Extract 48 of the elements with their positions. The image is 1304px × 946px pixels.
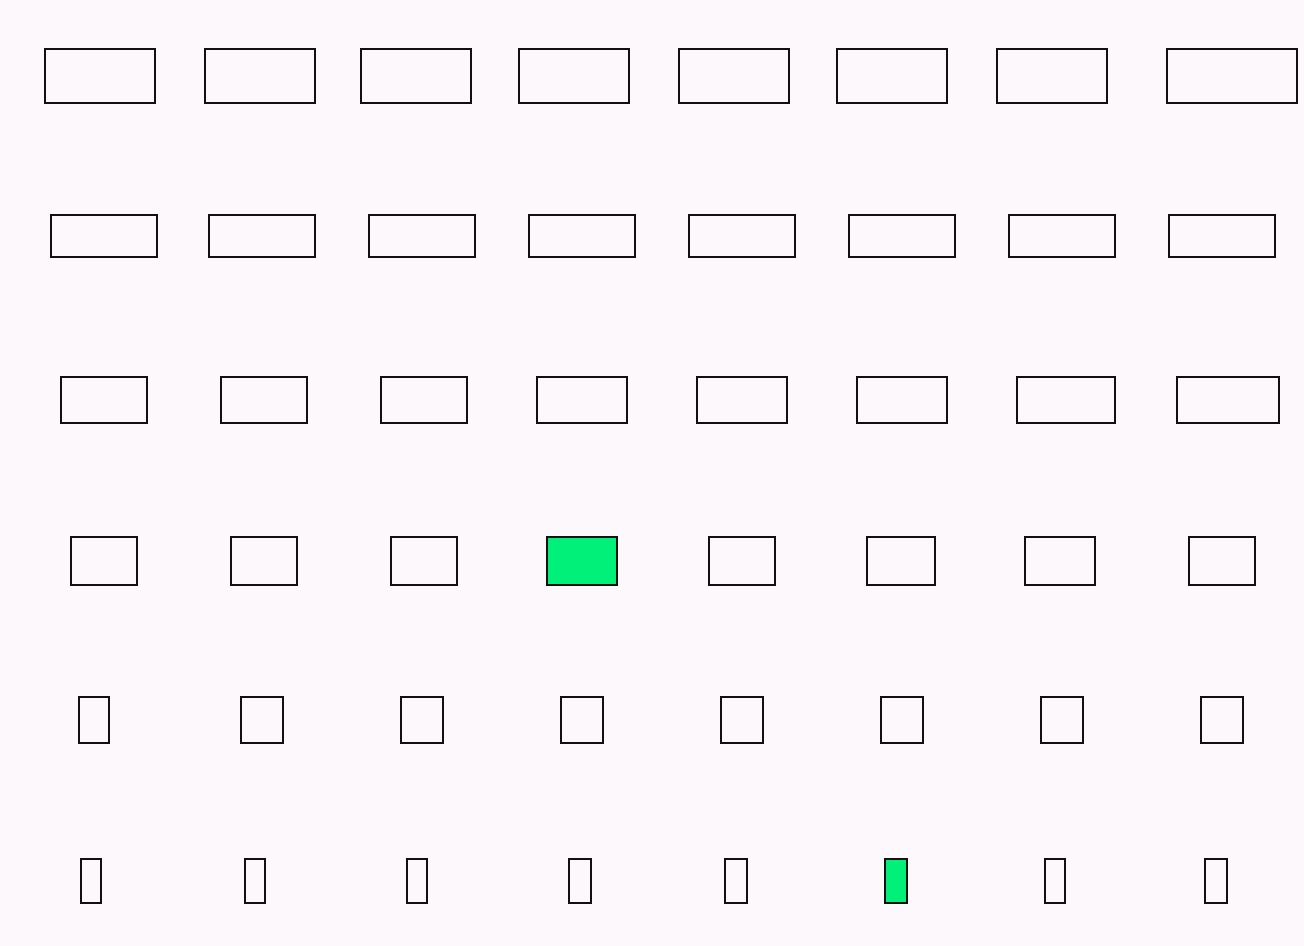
empty-box	[1204, 858, 1228, 904]
empty-box	[1040, 696, 1084, 744]
empty-box	[50, 214, 158, 258]
empty-box	[230, 536, 298, 586]
empty-box	[400, 696, 444, 744]
empty-box	[240, 696, 284, 744]
empty-box	[1008, 214, 1116, 258]
empty-box	[688, 214, 796, 258]
empty-box	[1168, 214, 1276, 258]
empty-box	[220, 376, 308, 424]
empty-box	[1024, 536, 1096, 586]
empty-box	[244, 858, 266, 904]
empty-box	[836, 48, 948, 104]
empty-box	[380, 376, 468, 424]
empty-box	[80, 858, 102, 904]
empty-box	[560, 696, 604, 744]
empty-box	[696, 376, 788, 424]
empty-box	[60, 376, 148, 424]
empty-box	[360, 48, 472, 104]
empty-box	[208, 214, 316, 258]
empty-box	[880, 696, 924, 744]
empty-box	[1200, 696, 1244, 744]
empty-box	[390, 536, 458, 586]
empty-box	[724, 858, 748, 904]
empty-box	[856, 376, 948, 424]
empty-box	[720, 696, 764, 744]
empty-box	[1044, 858, 1066, 904]
empty-box	[44, 48, 156, 104]
empty-box	[708, 536, 776, 586]
empty-box	[1166, 48, 1298, 104]
empty-box	[848, 214, 956, 258]
empty-box	[528, 214, 636, 258]
empty-box	[1176, 376, 1280, 424]
empty-box	[568, 858, 592, 904]
empty-box	[368, 214, 476, 258]
empty-box	[866, 536, 936, 586]
empty-box	[406, 858, 428, 904]
empty-box	[884, 858, 908, 904]
empty-box	[996, 48, 1108, 104]
empty-box	[1188, 536, 1256, 586]
empty-box	[204, 48, 316, 104]
empty-box	[518, 48, 630, 104]
empty-box	[536, 376, 628, 424]
empty-box	[546, 536, 618, 586]
empty-box	[78, 696, 110, 744]
empty-box	[678, 48, 790, 104]
empty-box	[1016, 376, 1116, 424]
empty-box	[70, 536, 138, 586]
